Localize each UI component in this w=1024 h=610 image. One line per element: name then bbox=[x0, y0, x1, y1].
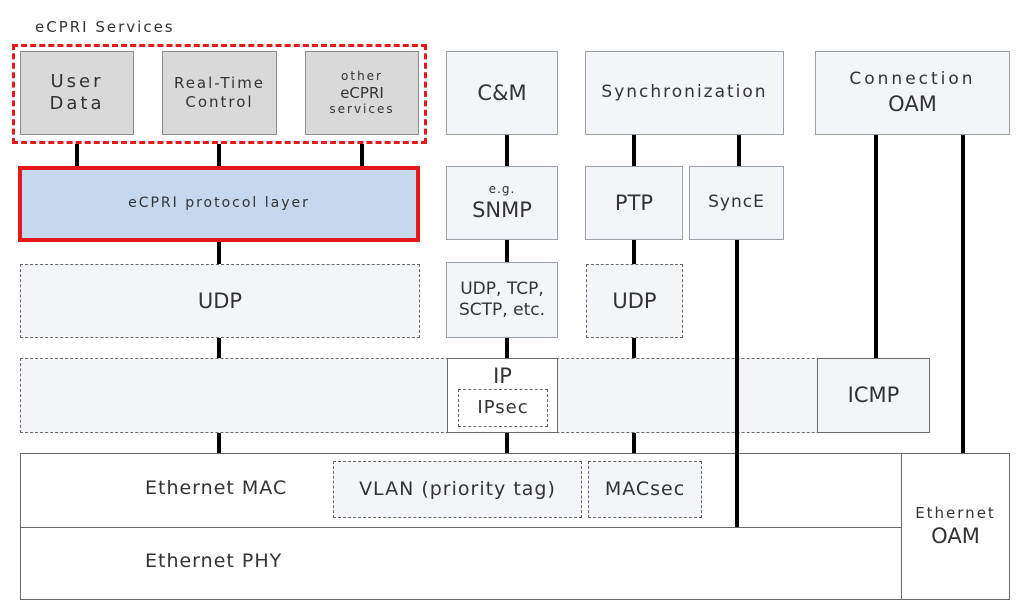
connector-conn-oam-icmp bbox=[874, 135, 878, 358]
other-ecpri-services-box: other eCPRI services bbox=[305, 51, 419, 135]
ethernet-phy-band bbox=[20, 527, 902, 600]
ethernet-oam-label-2: OAM bbox=[931, 523, 980, 548]
connection-oam-label-1: Connection bbox=[849, 69, 976, 90]
real-time-control-box: Real-Time Control bbox=[162, 51, 277, 135]
user-data-box: User Data bbox=[20, 51, 134, 135]
icmp-box: ICMP bbox=[817, 358, 930, 433]
cm-label: C&M bbox=[477, 80, 527, 105]
user-data-label-2: Data bbox=[49, 93, 105, 114]
udp-left-box: UDP bbox=[20, 264, 420, 338]
connection-oam-box: Connection OAM bbox=[815, 51, 1010, 135]
ptp-box: PTP bbox=[585, 166, 683, 240]
synce-label: SyncE bbox=[708, 192, 765, 213]
connector-ip-mac-right bbox=[632, 433, 636, 453]
ethernet-mac-label: Ethernet MAC bbox=[145, 477, 288, 499]
real-time-control-label-2: Control bbox=[185, 93, 254, 111]
macsec-box: MACsec bbox=[588, 461, 702, 518]
ethernet-oam-label-1: Ethernet bbox=[915, 504, 996, 522]
connector-conn-oam-eth-oam bbox=[961, 135, 965, 453]
synchronization-box: Synchronization bbox=[585, 51, 784, 135]
transport-label-2: SCTP, etc. bbox=[459, 300, 545, 320]
connector-user-data bbox=[75, 144, 79, 166]
snmp-label: SNMP bbox=[472, 198, 532, 223]
macsec-label: MACsec bbox=[604, 477, 686, 500]
transport-label-1: UDP, TCP, bbox=[460, 278, 544, 299]
icmp-label: ICMP bbox=[847, 383, 900, 408]
connector-rt-control bbox=[217, 144, 221, 166]
connector-udp-ptp-ip bbox=[632, 338, 636, 358]
ethernet-phy-label: Ethernet PHY bbox=[145, 550, 283, 572]
connector-udp-ip bbox=[217, 338, 221, 358]
vlan-label: VLAN (priority tag) bbox=[359, 477, 556, 500]
connector-ip-mac-center bbox=[505, 433, 509, 453]
udp-ptp-box: UDP bbox=[586, 264, 683, 338]
connector-cm-snmp bbox=[505, 135, 509, 166]
connection-oam-label-2: OAM bbox=[888, 91, 937, 116]
snmp-box: e.g. SNMP bbox=[446, 166, 558, 240]
real-time-control-label-1: Real-Time bbox=[173, 74, 266, 93]
other-services-label-2: eCPRI bbox=[340, 83, 384, 102]
eg-label: e.g. bbox=[488, 182, 516, 197]
ip-label: IP bbox=[493, 364, 512, 388]
connector-other-services bbox=[360, 144, 364, 166]
vlan-box: VLAN (priority tag) bbox=[333, 461, 582, 518]
ethernet-oam-box: Ethernet OAM bbox=[901, 453, 1010, 600]
synchronization-label: Synchronization bbox=[601, 82, 768, 103]
ptp-label: PTP bbox=[614, 190, 654, 215]
ecpri-protocol-layer-box: eCPRI protocol layer bbox=[18, 166, 420, 242]
connector-ptp-udp bbox=[632, 240, 636, 264]
connector-ecpri-udp bbox=[217, 242, 221, 264]
connector-ip-mac-left bbox=[217, 433, 221, 453]
cm-box: C&M bbox=[446, 51, 558, 135]
synce-box: SyncE bbox=[689, 166, 784, 240]
ipsec-box: IPsec bbox=[458, 389, 548, 427]
connector-transport-ip bbox=[505, 338, 509, 358]
ecpri-services-group bbox=[12, 44, 427, 144]
user-data-label-1: User bbox=[50, 70, 104, 92]
connector-sync-ptp bbox=[632, 135, 636, 166]
connector-sync-synce bbox=[737, 135, 741, 166]
other-services-label-3: services bbox=[329, 102, 395, 117]
transport-protocols-box: UDP, TCP, SCTP, etc. bbox=[446, 262, 558, 338]
ecpri-services-title: eCPRI Services bbox=[35, 18, 175, 36]
other-services-label-1: other bbox=[341, 68, 383, 83]
udp-left-label: UDP bbox=[197, 288, 243, 313]
ipsec-label: IPsec bbox=[477, 396, 529, 418]
connector-synce-eth bbox=[735, 240, 739, 527]
ecpri-protocol-layer-label: eCPRI protocol layer bbox=[128, 195, 310, 212]
connector-snmp-transport bbox=[505, 240, 509, 262]
udp-ptp-label: UDP bbox=[612, 288, 657, 313]
